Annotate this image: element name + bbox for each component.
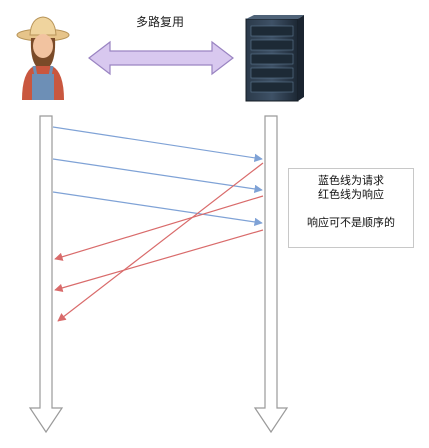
multiplexing-double-arrow bbox=[88, 40, 234, 76]
client-lifeline bbox=[28, 115, 64, 434]
request-line-2 bbox=[52, 158, 263, 194]
legend-spacer bbox=[289, 202, 413, 216]
response-line-1 bbox=[54, 195, 264, 261]
legend-note-box: 蓝色线为请求 红色线为响应 响应可不是顺序的 bbox=[288, 168, 414, 248]
legend-response-text: 红色线为响应 bbox=[318, 188, 384, 201]
client-icon bbox=[16, 16, 70, 100]
response-line-3 bbox=[57, 162, 264, 322]
server-lifeline bbox=[253, 115, 289, 434]
request-line-3 bbox=[52, 191, 263, 227]
request-line-1 bbox=[52, 126, 263, 163]
server-icon bbox=[245, 15, 304, 102]
response-line-2 bbox=[54, 229, 264, 292]
multiplexing-caption: 多路复用 bbox=[135, 15, 184, 29]
legend-order-text: 响应可不是顺序的 bbox=[307, 216, 395, 229]
legend-request-text: 蓝色线为请求 bbox=[318, 174, 384, 187]
